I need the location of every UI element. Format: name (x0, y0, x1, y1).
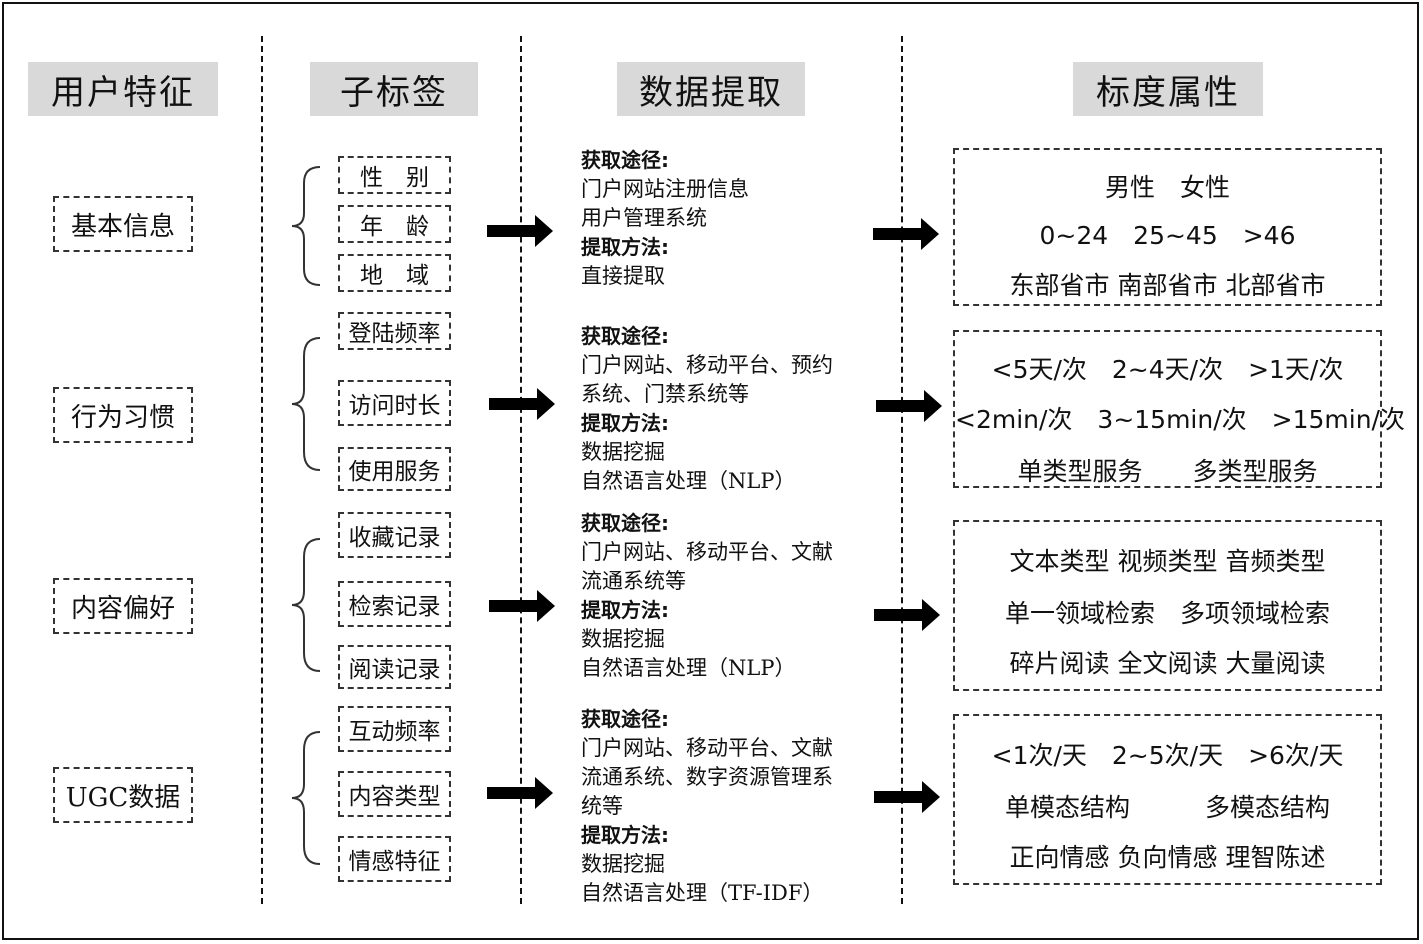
scale-row: 0~24 25~45 >46 (1039, 221, 1296, 250)
scale-box: <1次/天 2~5次/天 >6次/天 单模态结构 多模态结构 正向情感 负向情感… (953, 714, 1382, 885)
extraction-block: 获取途径: 门户网站、移动平台、预约 系统、门禁系统等 提取方法: 数据挖掘 自… (581, 322, 833, 496)
column-divider (901, 36, 903, 904)
source-line: 门户网站、移动平台、文献 (581, 540, 833, 564)
extraction-block: 获取途径: 门户网站注册信息 用户管理系统 提取方法: 直接提取 (581, 146, 749, 291)
category-box: 基本信息 (53, 196, 193, 252)
arrow-right-icon (874, 599, 940, 631)
subtag-box: 阅读记录 (338, 645, 451, 689)
scale-row: 单一领域检索 多项领域检索 (1004, 599, 1330, 628)
header-sub-tags: 子标签 (310, 62, 478, 116)
scale-box: 男性 女性 0~24 25~45 >46 东部省市 南部省市 北部省市 (953, 148, 1382, 306)
scale-row: 正向情感 负向情感 理智陈述 (1009, 843, 1326, 872)
source-label: 获取途径: (581, 707, 669, 731)
source-label: 获取途径: (581, 511, 669, 535)
subtag-box: 情感特征 (338, 836, 451, 882)
category-box: 内容偏好 (53, 578, 193, 634)
scale-row: <5天/次 2~4天/次 >1天/次 (991, 355, 1344, 384)
scale-row: <2min/次 3~15min/次 >15min/次 (955, 405, 1405, 434)
subtag-box: 内容类型 (338, 771, 451, 817)
subtag-box: 地 域 (338, 254, 451, 292)
source-line: 门户网站注册信息 (581, 177, 749, 201)
arrow-right-icon (489, 590, 555, 622)
scale-box: <5天/次 2~4天/次 >1天/次 <2min/次 3~15min/次 >15… (953, 330, 1405, 488)
source-line: 统等 (581, 794, 623, 818)
extraction-block: 获取途径: 门户网站、移动平台、文献 流通系统、数字资源管理系 统等 提取方法:… (581, 705, 833, 908)
scale-row: <1次/天 2~5次/天 >6次/天 (991, 741, 1344, 770)
method-label: 提取方法: (581, 235, 669, 259)
source-label: 获取途径: (581, 148, 669, 172)
subtag-box: 登陆频率 (338, 312, 451, 350)
method-line: 数据挖掘 (581, 627, 665, 651)
arrow-right-icon (487, 777, 553, 809)
arrow-right-icon (487, 215, 553, 247)
method-label: 提取方法: (581, 598, 669, 622)
scale-row: 碎片阅读 全文阅读 大量阅读 (1009, 649, 1326, 678)
column-divider (520, 36, 522, 904)
method-line: 数据挖掘 (581, 852, 665, 876)
method-line: 直接提取 (581, 264, 665, 288)
arrow-right-icon (489, 388, 555, 420)
method-line: 自然语言处理（NLP） (581, 656, 796, 680)
header-user-features: 用户特征 (28, 62, 218, 116)
scale-row: 男性 女性 (1104, 173, 1230, 202)
brace-icon (291, 731, 321, 865)
method-line: 自然语言处理（NLP） (581, 469, 796, 493)
scale-row: 东部省市 南部省市 北部省市 (1009, 271, 1326, 300)
header-scale-attributes: 标度属性 (1073, 62, 1263, 116)
scale-row: 单类型服务 多类型服务 (1017, 457, 1318, 486)
category-box: UGC数据 (53, 767, 193, 823)
method-label: 提取方法: (581, 411, 669, 435)
brace-icon (291, 337, 321, 471)
brace-icon (291, 166, 321, 286)
subtag-box: 使用服务 (338, 447, 451, 491)
category-box: 行为习惯 (53, 387, 193, 443)
method-label: 提取方法: (581, 823, 669, 847)
arrow-right-icon (874, 781, 940, 813)
brace-icon (291, 538, 321, 672)
arrow-right-icon (873, 218, 939, 250)
subtag-box: 性 别 (338, 156, 451, 194)
source-line: 系统、门禁系统等 (581, 382, 749, 406)
source-line: 用户管理系统 (581, 206, 707, 230)
source-line: 门户网站、移动平台、预约 (581, 353, 833, 377)
subtag-box: 互动频率 (338, 706, 451, 752)
scale-box: 文本类型 视频类型 音频类型 单一领域检索 多项领域检索 碎片阅读 全文阅读 大… (953, 520, 1382, 691)
source-line: 流通系统等 (581, 569, 686, 593)
scale-row: 文本类型 视频类型 音频类型 (1009, 547, 1326, 576)
source-line: 门户网站、移动平台、文献 (581, 736, 833, 760)
method-line: 数据挖掘 (581, 440, 665, 464)
method-line: 自然语言处理（TF-IDF） (581, 881, 824, 905)
extraction-block: 获取途径: 门户网站、移动平台、文献 流通系统等 提取方法: 数据挖掘 自然语言… (581, 509, 833, 683)
subtag-box: 收藏记录 (338, 512, 451, 558)
subtag-box: 访问时长 (338, 380, 451, 426)
arrow-right-icon (876, 390, 942, 422)
subtag-box: 年 龄 (338, 205, 451, 243)
scale-row: 单模态结构 多模态结构 (1004, 793, 1330, 822)
source-line: 流通系统、数字资源管理系 (581, 765, 833, 789)
column-divider (261, 36, 263, 904)
source-label: 获取途径: (581, 324, 669, 348)
header-data-extraction: 数据提取 (617, 62, 805, 116)
subtag-box: 检索记录 (338, 581, 451, 627)
